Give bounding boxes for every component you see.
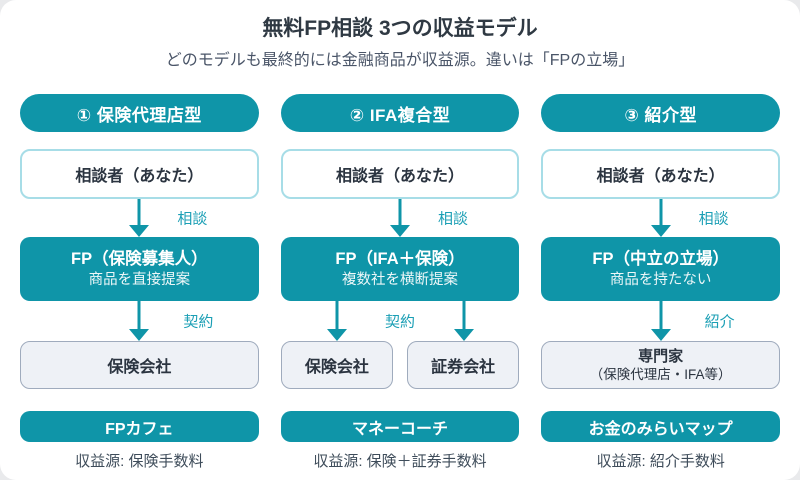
model-1-contract-arrow-label: 契約 <box>183 313 214 331</box>
model-column-insurance-agency: ① 保険代理店型 相談者（あなた） 相談 FP（保険募集人） 商品を直接提案 契… <box>20 94 259 471</box>
arrow-head <box>389 225 410 237</box>
down-arrow-icon <box>327 301 348 341</box>
model-2-revenue-source: 収益源: 保険＋証券手数料 <box>313 453 487 470</box>
model-columns: ① 保険代理店型 相談者（あなた） 相談 FP（保険募集人） 商品を直接提案 契… <box>0 94 800 471</box>
model-2-consulter-box: 相談者（あなた） <box>280 149 520 199</box>
model-1-fp-subtitle: 商品を直接提案 <box>88 272 191 288</box>
model-1-company-insurance: 保険会社 <box>20 341 259 389</box>
arrow-shaft <box>335 301 339 330</box>
down-arrow-icon <box>389 199 410 237</box>
model-2-company-insurance: 保険会社 <box>280 341 393 389</box>
down-arrow-icon <box>129 301 150 341</box>
arrow-shaft <box>462 301 466 330</box>
arrow-head <box>650 225 671 237</box>
model-3-company-experts-title: 専門家 <box>638 347 684 365</box>
model-3-consulter-box: 相談者（あなた） <box>541 149 780 199</box>
arrow-head <box>650 329 671 341</box>
model-3-consult-arrow-label: 相談 <box>698 210 729 228</box>
model-3-header: ③ 紹介型 <box>541 94 780 132</box>
model-3-company-experts-subtitle: （保険代理店・IFA等） <box>589 366 732 382</box>
model-2-contract-arrow-zone: 契約 <box>281 301 520 341</box>
model-2-fp-title: FP（IFA＋保険） <box>335 250 465 268</box>
model-2-fp-box: FP（IFA＋保険） 複数社を横断提案 <box>280 237 520 301</box>
model-3-revenue-source: 収益源: 紹介手数料 <box>596 453 725 470</box>
model-1-fp-box: FP（保険募集人） 商品を直接提案 <box>20 237 259 301</box>
page-title: 無料FP相談 3つの収益モデル <box>262 17 538 40</box>
down-arrow-icon <box>454 301 475 341</box>
model-2-consult-arrow-zone: 相談 <box>281 199 520 237</box>
model-1-revenue-source: 収益源: 保険手数料 <box>75 453 204 470</box>
arrow-shaft <box>398 199 402 226</box>
arrow-head <box>129 225 150 237</box>
model-2-consult-arrow-label: 相談 <box>437 210 468 228</box>
model-1-brand-pill: FPカフェ <box>20 411 259 442</box>
model-column-referral: ③ 紹介型 相談者（あなた） 相談 FP（中立の立場） 商品を持たない 紹介 <box>541 94 780 471</box>
model-3-referral-arrow-zone: 紹介 <box>541 301 780 341</box>
model-3-companies: 専門家 （保険代理店・IFA等） <box>541 341 780 389</box>
down-arrow-icon <box>650 301 671 341</box>
down-arrow-icon <box>129 199 150 237</box>
model-3-fp-subtitle: 商品を持たない <box>609 272 712 288</box>
arrow-shaft <box>659 199 663 226</box>
arrow-head <box>454 329 475 341</box>
model-1-consult-arrow-zone: 相談 <box>20 199 259 237</box>
model-1-consult-arrow-label: 相談 <box>177 210 208 228</box>
arrow-shaft <box>137 199 141 226</box>
model-1-fp-title: FP（保険募集人） <box>71 250 208 268</box>
down-arrow-icon <box>650 199 671 237</box>
model-3-company-experts: 専門家 （保険代理店・IFA等） <box>541 341 780 389</box>
model-1-header: ① 保険代理店型 <box>20 94 259 132</box>
model-3-consult-arrow-zone: 相談 <box>541 199 780 237</box>
model-1-consulter-box: 相談者（あなた） <box>20 149 259 199</box>
model-2-companies: 保険会社 証券会社 <box>280 341 520 389</box>
model-1-contract-arrow-zone: 契約 <box>20 301 259 341</box>
arrow-head <box>129 329 150 341</box>
model-3-referral-arrow-label: 紹介 <box>704 313 735 331</box>
model-3-brand-pill: お金のみらいマップ <box>541 411 780 442</box>
model-2-header: ② IFA複合型 <box>280 94 520 132</box>
page-subtitle: どのモデルも最終的には金融商品が収益源。違いは「FPの立場」 <box>165 52 635 69</box>
model-3-fp-box: FP（中立の立場） 商品を持たない <box>541 237 780 301</box>
arrow-head <box>327 329 348 341</box>
arrow-shaft <box>659 301 663 330</box>
model-2-fp-subtitle: 複数社を横断提案 <box>341 272 458 288</box>
model-2-company-securities: 証券会社 <box>407 341 520 389</box>
model-column-ifa-hybrid: ② IFA複合型 相談者（あなた） 相談 FP（IFA＋保険） 複数社を横断提案 <box>280 94 520 471</box>
model-1-companies: 保険会社 <box>20 341 259 389</box>
model-3-fp-title: FP（中立の立場） <box>592 250 729 268</box>
model-2-brand-pill: マネーコーチ <box>280 411 520 442</box>
arrow-shaft <box>137 301 141 330</box>
model-2-contract-arrow-label: 契約 <box>384 313 415 331</box>
